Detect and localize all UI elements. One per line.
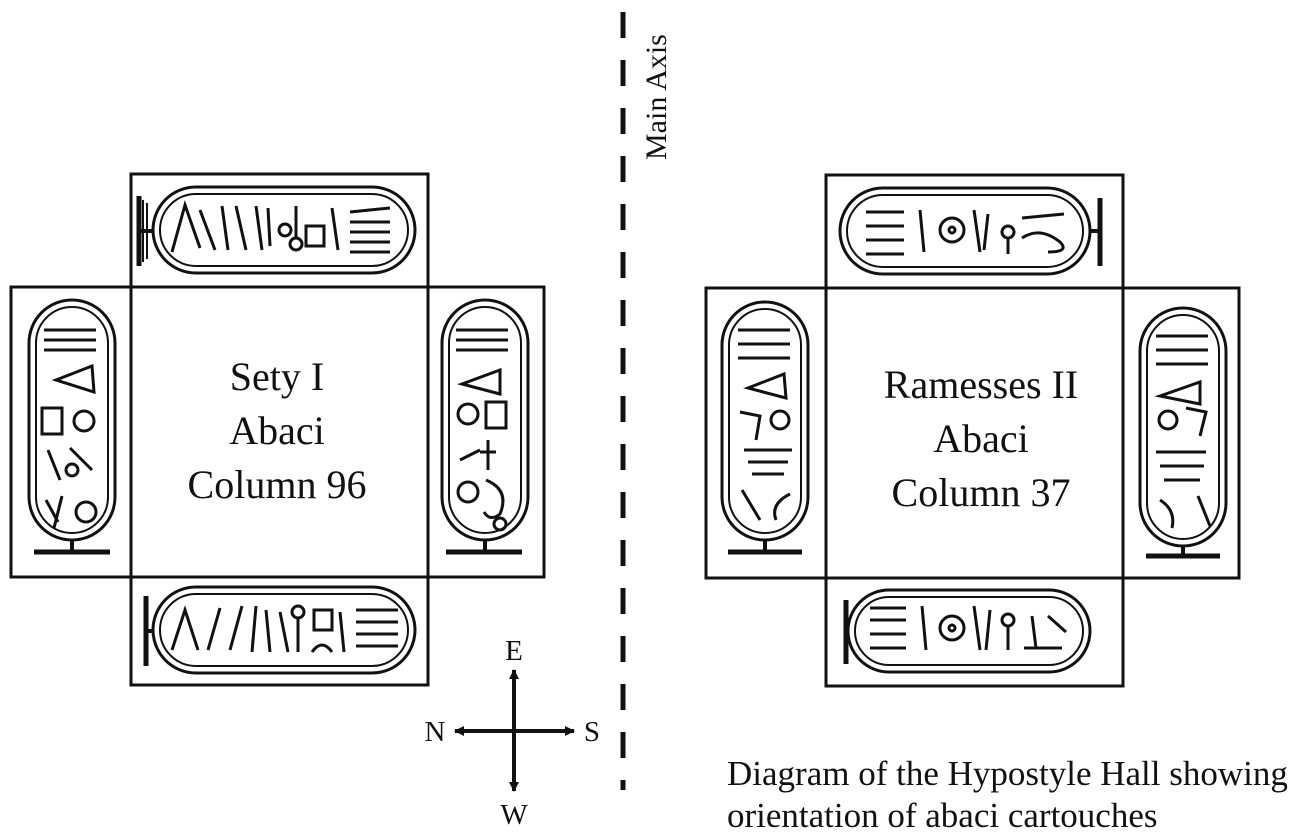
ramesses-abacus [704,173,1241,688]
sety-abacus [9,172,546,687]
cartouche-icon [27,298,117,555]
cartouche-icon [720,300,810,555]
cartouche-icon [136,185,417,275]
hieroglyphs-icon [738,328,792,521]
compass-label-north: N [425,716,446,748]
hieroglyphs-icon [866,209,1065,256]
diagram-caption: Diagram of the Hypostyle Hall showing or… [727,753,1297,837]
sety-abaci-title-line-1: Sety I [230,354,324,399]
ramesses-abacus-bottom-block [824,576,1125,688]
hieroglyphs-icon [1154,334,1212,529]
compass-label-east: E [505,635,523,667]
compass-label-south: S [584,716,600,748]
cartouche-icon [440,298,530,555]
caption-line-1: Diagram of the Hypostyle Hall showing [727,754,1288,793]
compass-label-west: W [500,799,528,831]
ramesses-abaci-title-line-1: Ramesses II [884,362,1078,407]
sety-abaci-title-line-3: Column 96 [188,462,367,507]
compass-icon [454,669,575,792]
cartouche-icon [843,588,1092,674]
ramesses-abaci-title-line-2: Abaci [933,416,1029,461]
ramesses-abaci-title-line-3: Column 37 [892,470,1071,515]
hieroglyphs-icon [170,199,391,254]
sety-abacus-bottom-block [129,575,430,687]
sety-abaci-title-line-2: Abaci [229,408,325,453]
hieroglyphs-icon [870,605,1067,651]
main-axis-label: Main Axis [640,34,673,160]
cartouche-icon [1138,306,1228,559]
hieroglyphs-icon [170,604,398,653]
caption-line-2: orientation of abaci cartouches [727,796,1158,835]
hieroglyphs-icon [456,328,508,532]
cartouche-icon [143,585,417,675]
hieroglyphs-icon [40,328,98,529]
cartouche-icon [838,186,1103,276]
